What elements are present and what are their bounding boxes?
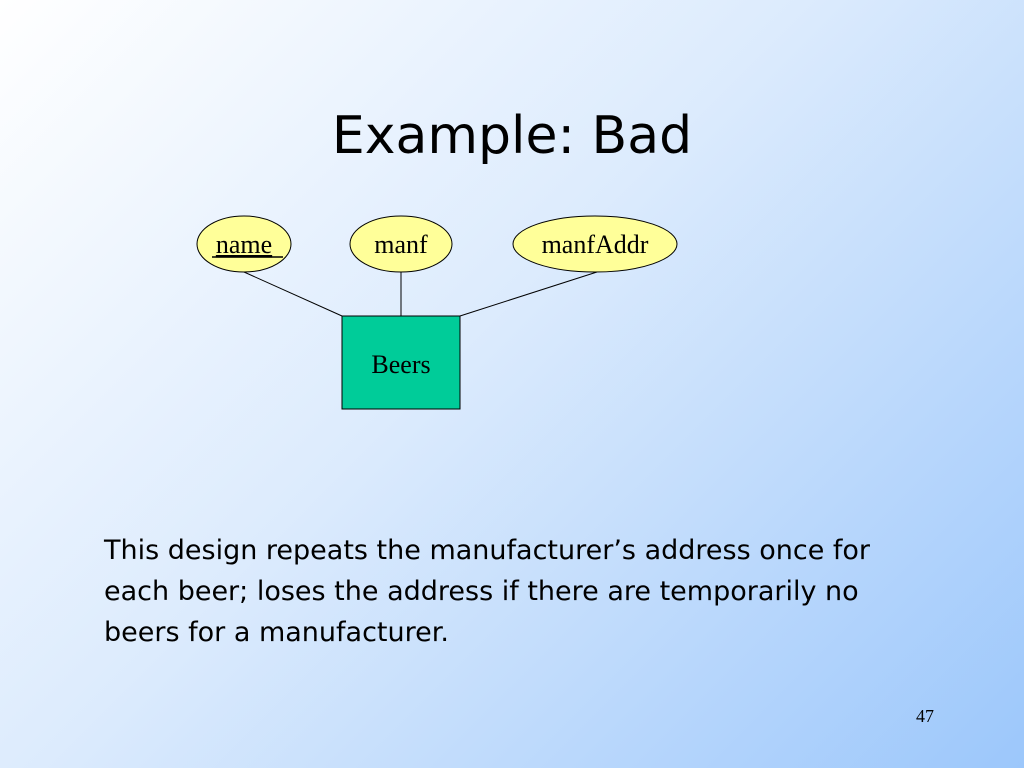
attribute-name: name (196, 215, 292, 273)
attribute-manf-ellipse (349, 215, 453, 273)
attribute-manfaddr: manfAddr (512, 215, 678, 273)
attribute-manf-label: manf (374, 230, 428, 259)
connector-manfaddr (459, 271, 598, 317)
attribute-manfaddr-label: manfAddr (542, 230, 649, 259)
slide-title: Example: Bad (331, 106, 693, 166)
entity-beers: Beers (341, 315, 461, 410)
entity-beers-label: Beers (371, 350, 430, 379)
page-number: 47 (916, 706, 934, 726)
attribute-manf: manf (349, 215, 453, 273)
slide-body-text: This design repeats the manufacturer’s a… (104, 535, 871, 648)
attribute-name-ellipse (196, 215, 292, 273)
entity-beers-box (341, 315, 461, 410)
attribute-name-label: name (216, 230, 272, 259)
connector-name (243, 271, 343, 317)
attribute-manfaddr-ellipse (512, 215, 678, 273)
